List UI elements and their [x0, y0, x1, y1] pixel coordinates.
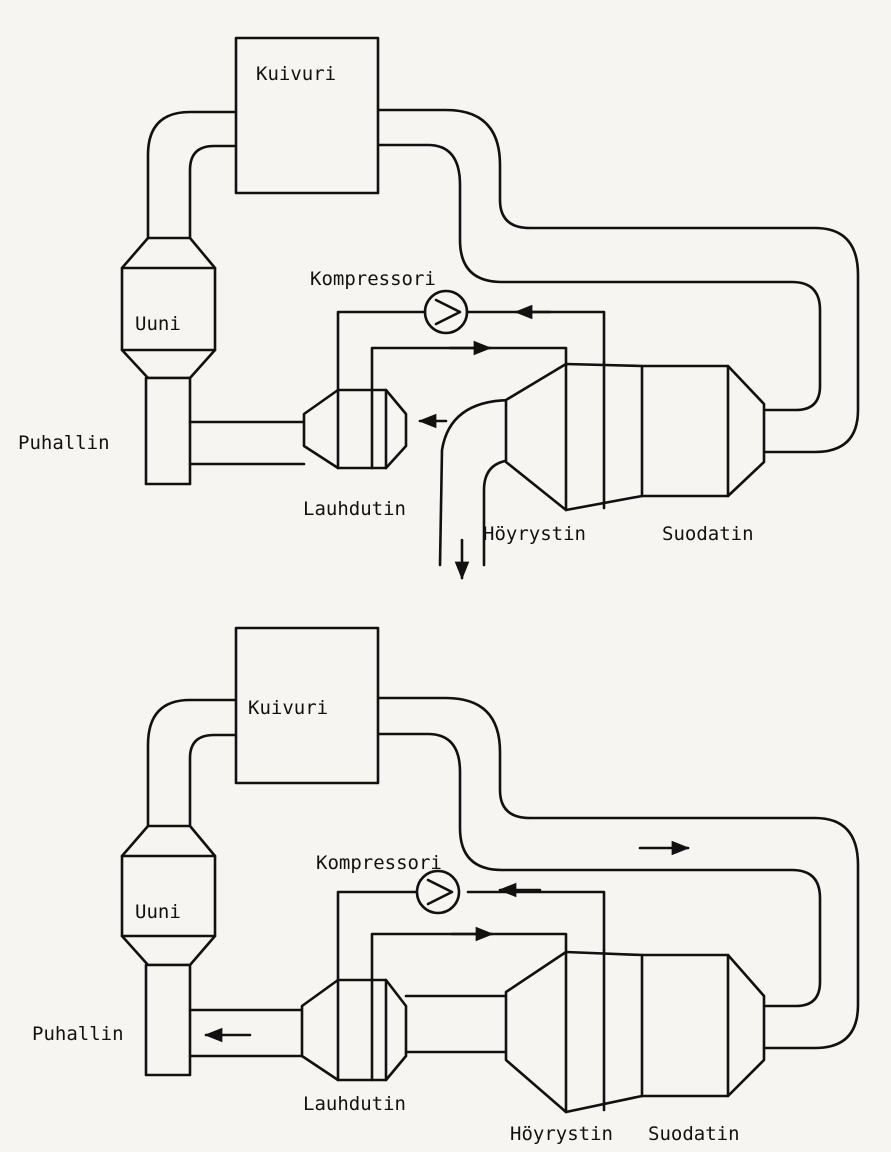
fan-label: Puhallin — [18, 432, 110, 454]
diagram-bottom: Kuivuri Uuni Puhallin Lauhdutin Kompress… — [32, 626, 860, 1145]
dryer-label-2: Kuivuri — [248, 697, 328, 719]
oven-housing — [120, 236, 217, 380]
evaporator-body — [504, 362, 766, 512]
evaporator-body-2 — [504, 950, 766, 1114]
duct-dryer-oven — [146, 110, 238, 240]
evaporator-label: Höyrystin — [483, 523, 586, 545]
dryer-box — [234, 36, 380, 195]
oven-housing-2 — [120, 824, 217, 967]
diagram-top: Kuivuri Uuni Puhallin Lauhdutin Kompress… — [18, 36, 860, 580]
evaporator-bands — [564, 360, 730, 512]
compressor-icon-2 — [415, 869, 461, 915]
fan-body — [144, 376, 192, 486]
dryer-box-2 — [234, 626, 380, 785]
condenser-body-2 — [300, 978, 408, 1082]
duct-dryer-filter-2 — [376, 696, 860, 1050]
dryer-label: Kuivuri — [256, 63, 336, 85]
evaporator-label-2: Höyrystin — [510, 1123, 613, 1145]
compressor-triangle — [434, 298, 462, 326]
compressor-triangle-2 — [426, 878, 454, 906]
filter-label: Suodatin — [662, 523, 754, 545]
condenser-bands — [336, 388, 388, 470]
duct-fan-condenser-2 — [188, 1008, 304, 1058]
condenser-body — [302, 388, 408, 470]
oven-label-2: Uuni — [135, 901, 181, 923]
filter-label-2: Suodatin — [648, 1123, 740, 1145]
compressor-icon — [423, 289, 469, 335]
condenser-label: Lauhdutin — [303, 498, 406, 520]
refrigerant-line-upper — [336, 310, 606, 392]
duct-fan-condenser — [188, 420, 306, 466]
duct-condenser-evaporator-2 — [404, 994, 508, 1054]
condenser-label-2: Lauhdutin — [303, 1093, 406, 1115]
evaporator-bands-2 — [564, 948, 730, 1114]
compressor-label-2: Kompressori — [316, 852, 442, 874]
oven-bands — [120, 266, 217, 352]
oven-label: Uuni — [135, 313, 181, 335]
compressor-label: Kompressori — [310, 268, 436, 290]
duct-dryer-filter — [376, 108, 860, 454]
fan-body-2 — [144, 963, 192, 1077]
condenser-bands-2 — [336, 978, 388, 1082]
fan-label-2: Puhallin — [32, 1023, 124, 1045]
oven-bands-2 — [120, 854, 217, 938]
duct-dryer-oven-2 — [146, 698, 238, 828]
